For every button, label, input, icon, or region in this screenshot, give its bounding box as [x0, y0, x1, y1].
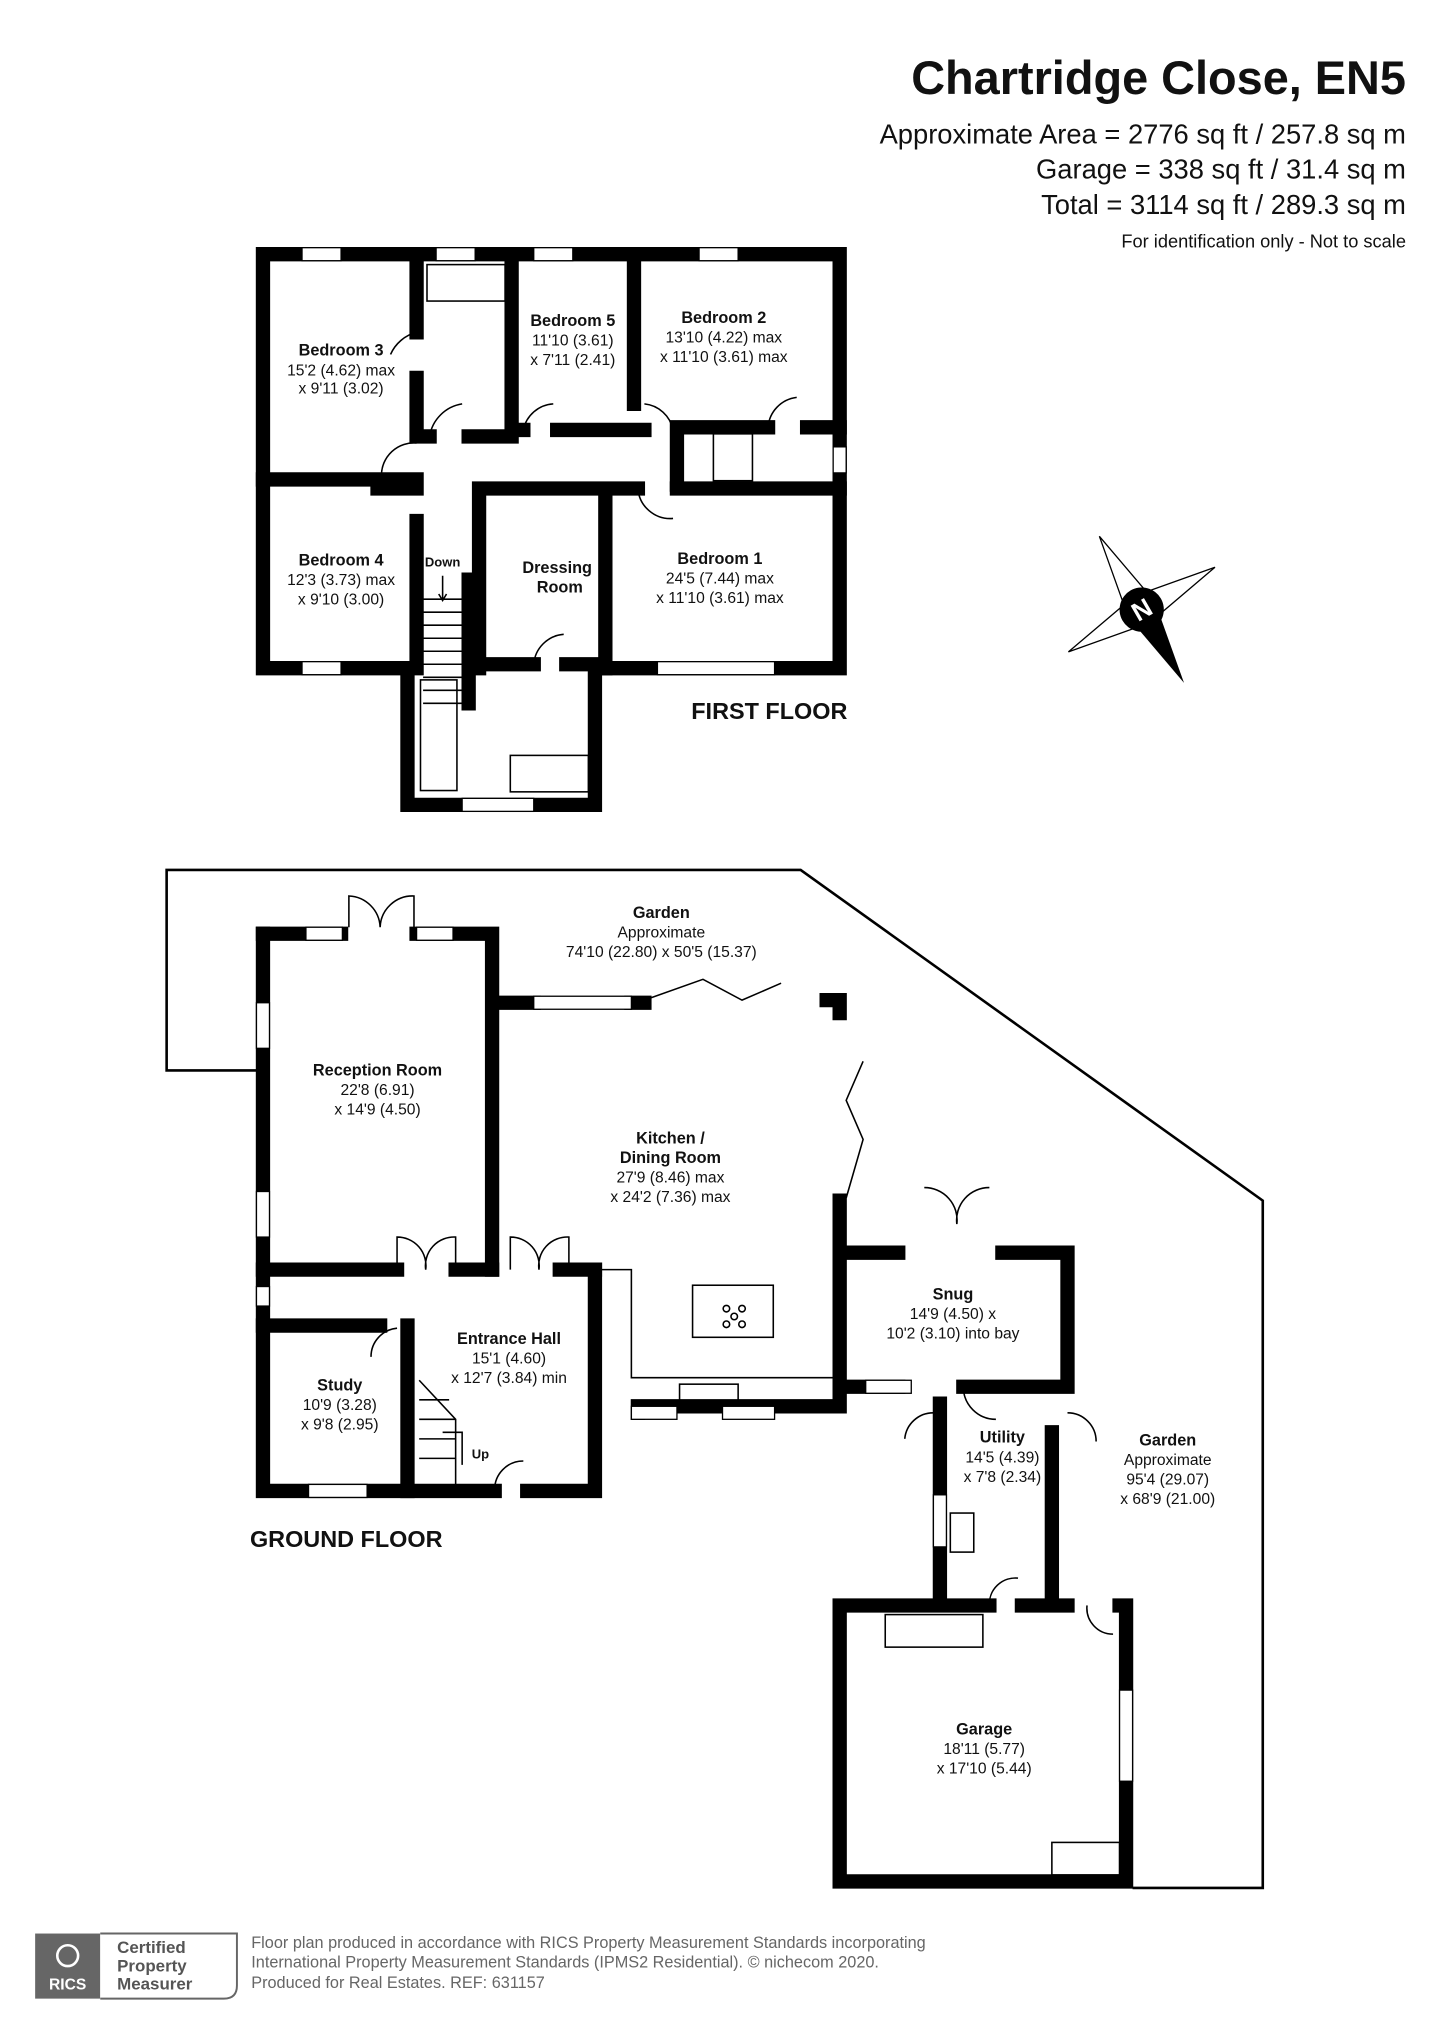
- svg-text:14'9 (4.50) x: 14'9 (4.50) x: [910, 1306, 996, 1323]
- kitchen-island: [691, 1284, 775, 1339]
- ground-floor-label: GROUND FLOOR: [250, 1526, 443, 1552]
- compass-icon: N: [1067, 535, 1216, 683]
- svg-text:Snug: Snug: [933, 1286, 974, 1304]
- footer-line-3: Produced for Real Estates. REF: 631157: [251, 1974, 545, 1992]
- property-title: Chartridge Close, EN5: [911, 52, 1406, 104]
- svg-text:74'10 (22.80) x 50'5 (15.37): 74'10 (22.80) x 50'5 (15.37): [566, 944, 757, 961]
- svg-text:RICS: RICS: [49, 1977, 86, 1994]
- room-utility: Utility 14'5 (4.39) x 7'8 (2.34): [964, 1429, 1042, 1486]
- svg-text:x 7'11 (2.41): x 7'11 (2.41): [530, 352, 615, 369]
- stairs-down-label: Down: [425, 555, 460, 570]
- room-study: Study 10'9 (3.28) x 9'8 (2.95): [301, 1377, 379, 1434]
- first-floor-plan: Down Bedroom 3 15'2 (4.62) max x 9'11 (3…: [255, 247, 847, 813]
- sink-icon: [678, 1383, 739, 1405]
- header: Chartridge Close, EN5 Approximate Area =…: [880, 52, 1406, 252]
- area-garage: Garage = 338 sq ft / 31.4 sq m: [1036, 154, 1406, 185]
- svg-text:12'3 (3.73) max: 12'3 (3.73) max: [287, 572, 395, 589]
- svg-text:Reception Room: Reception Room: [313, 1062, 442, 1080]
- room-entrance-hall: Entrance Hall 15'1 (4.60) x 12'7 (3.84) …: [451, 1330, 567, 1387]
- windows: [301, 247, 847, 813]
- svg-text:18'11 (5.77): 18'11 (5.77): [943, 1741, 1025, 1758]
- svg-text:Bedroom 5: Bedroom 5: [530, 312, 615, 330]
- svg-text:x 11'10 (3.61) max: x 11'10 (3.61) max: [660, 349, 788, 366]
- stairs-up-label: Up: [472, 1446, 489, 1461]
- footer-line-2: International Property Measurement Stand…: [251, 1953, 879, 1971]
- svg-text:x 14'9 (4.50): x 14'9 (4.50): [334, 1102, 420, 1119]
- area-total: Total = 3114 sq ft / 289.3 sq m: [1041, 189, 1406, 220]
- windows: [255, 926, 1134, 1782]
- svg-text:Dressing: Dressing: [522, 559, 592, 577]
- stairs: [423, 575, 465, 705]
- svg-text:14'5 (4.39): 14'5 (4.39): [965, 1449, 1039, 1466]
- svg-text:27'9 (8.46) max: 27'9 (8.46) max: [616, 1169, 724, 1186]
- room-bedroom-3: Bedroom 3 15'2 (4.62) max x 9'11 (3.02): [287, 342, 395, 398]
- svg-text:15'1 (4.60): 15'1 (4.60): [472, 1350, 546, 1367]
- svg-text:Property: Property: [117, 1956, 187, 1975]
- svg-text:Garden: Garden: [1139, 1431, 1196, 1449]
- shower-icon: [419, 679, 458, 792]
- room-garage: Garage 18'11 (5.77) x 17'10 (5.44): [937, 1720, 1032, 1777]
- hob-icon: [722, 1304, 747, 1329]
- svg-text:x 9'10 (3.00): x 9'10 (3.00): [298, 591, 384, 608]
- footer-line-1: Floor plan produced in accordance with R…: [251, 1934, 925, 1952]
- room-snug: Snug 14'9 (4.50) x 10'2 (3.10) into bay: [886, 1286, 1019, 1343]
- room-garden-rear: Garden Approximate 74'10 (22.80) x 50'5 …: [566, 904, 757, 961]
- room-garden-side: Garden Approximate 95'4 (29.07) x 68'9 (…: [1120, 1431, 1215, 1508]
- stairs: [418, 1379, 463, 1485]
- svg-text:Room: Room: [537, 579, 583, 597]
- svg-text:x 68'9 (21.00): x 68'9 (21.00): [1120, 1491, 1215, 1508]
- svg-text:Entrance Hall: Entrance Hall: [457, 1330, 561, 1348]
- room-bedroom-4: Bedroom 4 12'3 (3.73) max x 9'10 (3.00): [287, 551, 395, 608]
- svg-text:Bedroom 4: Bedroom 4: [299, 551, 384, 569]
- svg-text:Study: Study: [317, 1377, 362, 1395]
- footer: RICS Certified Property Measurer Floor p…: [35, 1932, 926, 2000]
- room-bedroom-5: Bedroom 5 11'10 (3.61) x 7'11 (2.41): [530, 312, 615, 369]
- room-kitchen-dining: Kitchen / Dining Room 27'9 (8.46) max x …: [610, 1129, 730, 1206]
- svg-text:Garage: Garage: [956, 1720, 1012, 1738]
- first-floor-label: FIRST FLOOR: [691, 698, 847, 724]
- ground-floor-plan: Up Garden Approximate 74'10 (22.80) x 50…: [165, 868, 1265, 1890]
- shower-icon: [712, 433, 754, 482]
- svg-text:Utility: Utility: [980, 1429, 1025, 1447]
- svg-text:Garden: Garden: [633, 904, 690, 922]
- svg-text:x 24'2 (7.36) max: x 24'2 (7.36) max: [610, 1189, 730, 1206]
- svg-text:13'10 (4.22) max: 13'10 (4.22) max: [665, 330, 782, 347]
- svg-text:Certified: Certified: [117, 1938, 186, 1957]
- scale-note: For identification only - Not to scale: [1121, 232, 1406, 252]
- svg-text:Bedroom 2: Bedroom 2: [681, 309, 766, 327]
- svg-text:Approximate: Approximate: [618, 925, 706, 942]
- svg-text:x 9'11 (3.02): x 9'11 (3.02): [299, 380, 384, 397]
- svg-text:10'9 (3.28): 10'9 (3.28): [303, 1397, 377, 1414]
- svg-text:Bedroom 3: Bedroom 3: [299, 342, 384, 360]
- garden-boundary: [165, 868, 1265, 1890]
- svg-text:Dining Room: Dining Room: [620, 1149, 721, 1167]
- svg-text:11'10 (3.61): 11'10 (3.61): [532, 332, 614, 349]
- svg-text:10'2 (3.10) into bay: 10'2 (3.10) into bay: [886, 1326, 1019, 1343]
- room-bedroom-1: Bedroom 1 24'5 (7.44) max x 11'10 (3.61)…: [656, 550, 784, 607]
- svg-text:Kitchen /: Kitchen /: [636, 1129, 705, 1147]
- svg-text:15'2 (4.62) max: 15'2 (4.62) max: [287, 362, 395, 379]
- area-approximate: Approximate Area = 2776 sq ft / 257.8 sq…: [880, 119, 1406, 150]
- sink-icon: [949, 1512, 975, 1553]
- svg-text:Measurer: Measurer: [117, 1975, 193, 1994]
- svg-text:95'4 (29.07): 95'4 (29.07): [1126, 1471, 1209, 1488]
- svg-text:x 12'7 (3.84) min: x 12'7 (3.84) min: [451, 1370, 567, 1387]
- svg-text:Bedroom 1: Bedroom 1: [677, 550, 762, 568]
- bath-icon: [426, 263, 506, 302]
- room-reception-room: Reception Room 22'8 (6.91) x 14'9 (4.50): [313, 1062, 442, 1119]
- svg-text:x 17'10 (5.44): x 17'10 (5.44): [937, 1760, 1032, 1777]
- bath-icon: [509, 754, 590, 793]
- room-bedroom-2: Bedroom 2 13'10 (4.22) max x 11'10 (3.61…: [660, 309, 788, 366]
- svg-text:Approximate: Approximate: [1124, 1452, 1212, 1469]
- svg-text:22'8 (6.91): 22'8 (6.91): [340, 1082, 414, 1099]
- svg-text:x 9'8 (2.95): x 9'8 (2.95): [301, 1417, 379, 1434]
- svg-text:24'5 (7.44) max: 24'5 (7.44) max: [666, 571, 774, 588]
- rics-logo: RICS Certified Property Measurer: [35, 1932, 238, 2000]
- room-dressing-room: Dressing Room: [522, 559, 592, 597]
- svg-text:x 11'10 (3.61) max: x 11'10 (3.61) max: [656, 590, 784, 607]
- svg-text:x 7'8 (2.34): x 7'8 (2.34): [964, 1469, 1042, 1486]
